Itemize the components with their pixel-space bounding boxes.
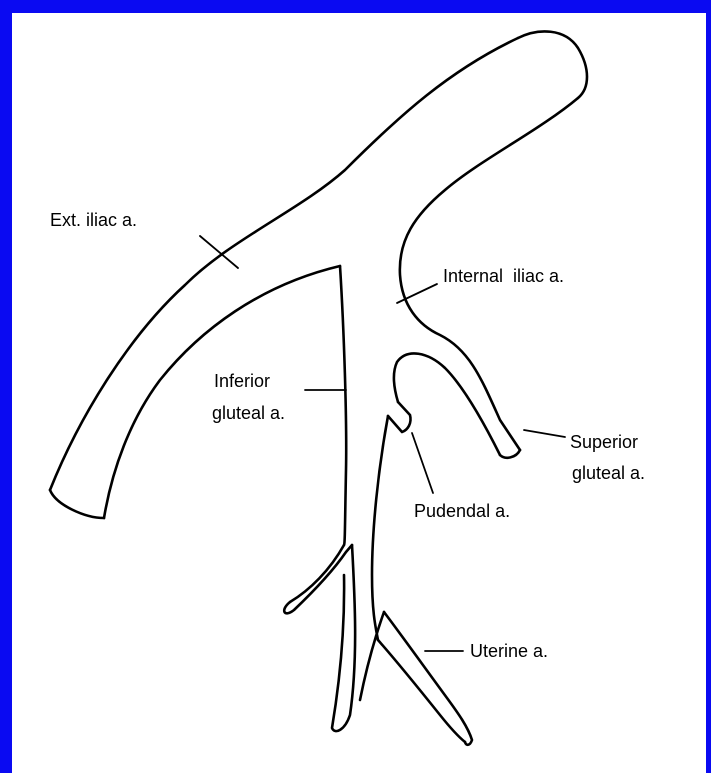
uterine-branch-inner [384, 612, 472, 745]
pudendal-label: Pudendal a. [414, 501, 510, 521]
superior-gluteal-inner-wall [394, 353, 500, 455]
superior-gluteal-leader [524, 430, 565, 437]
inferior-gluteal-label-line2: gluteal a. [212, 403, 285, 423]
artery-diagram: Ext. iliac a. Internal iliac a. Inferior… [12, 13, 706, 773]
descending-trunk-left-wall [290, 545, 344, 602]
pudendal-leader [412, 433, 433, 493]
superior-gluteal-label-line2: gluteal a. [572, 463, 645, 483]
ext-iliac-lower-wall [104, 266, 340, 518]
uterine-branch-outer [378, 640, 465, 742]
common-iliac-top-end [518, 31, 587, 98]
vessel-outlines [50, 31, 587, 744]
superior-gluteal-end [500, 450, 520, 458]
uterine-crotch-wall [360, 612, 384, 700]
internal-iliac-label: Internal iliac a. [443, 266, 564, 286]
ext-iliac-label: Ext. iliac a. [50, 210, 137, 230]
superior-gluteal-label-line1: Superior [570, 432, 638, 452]
inferior-gluteal-label-line1: Inferior [214, 371, 270, 391]
descending-trunk-right-wall [372, 416, 388, 640]
ext-iliac-end [50, 490, 104, 518]
uterine-label: Uterine a. [470, 641, 548, 661]
pudendal-stub [388, 402, 411, 432]
inferior-gluteal-left-wall [340, 266, 346, 545]
ext-iliac-leader [200, 236, 238, 268]
diagram-panel: Ext. iliac a. Internal iliac a. Inferior… [12, 13, 706, 773]
left-descending-branch [332, 545, 355, 731]
